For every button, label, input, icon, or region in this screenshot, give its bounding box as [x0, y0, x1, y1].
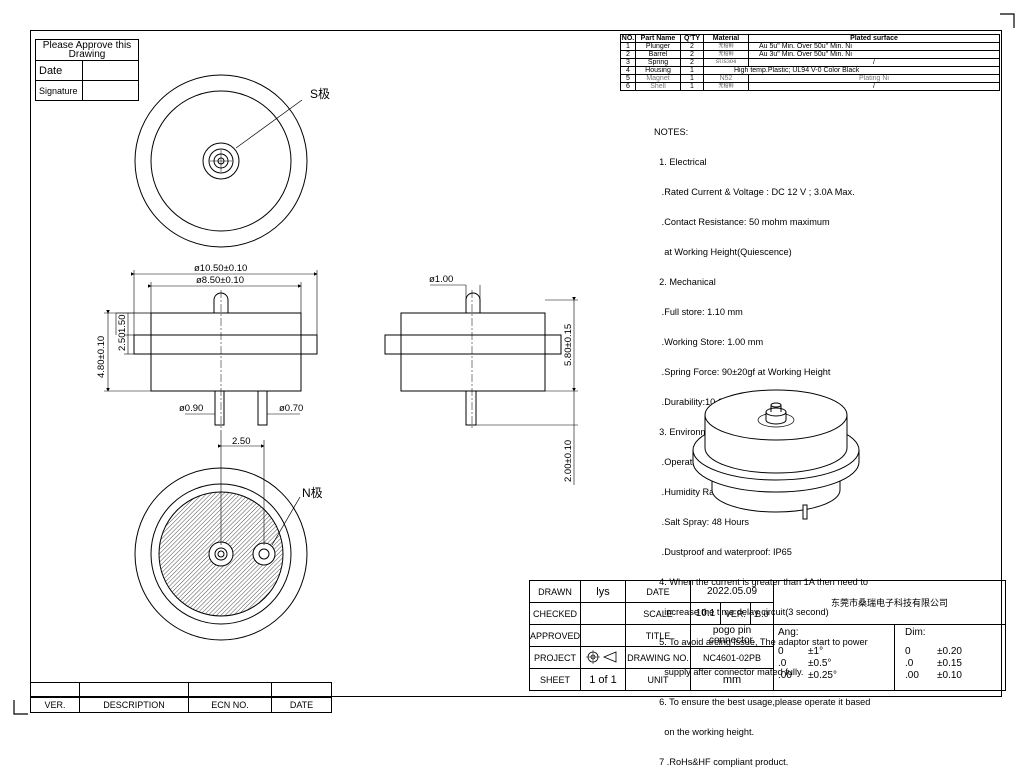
scale-label: SCALE: [625, 602, 692, 625]
notes-line: .Salt Spray: 48 Hours: [654, 517, 749, 527]
projection-symbol-icon: [580, 646, 627, 669]
table-row: DRAWN lys DATE 2022.05.09 东莞市桑瑞电子科技有限公司: [528, 580, 1007, 625]
side-view: [384, 290, 562, 430]
notes-line: at Working Height(Quiescence): [654, 247, 792, 257]
sheet-label: SHEET: [528, 668, 582, 691]
approved-label: APPROVED: [528, 624, 582, 647]
corner-marks: [13, 13, 1015, 715]
dim-label: Dim:: [905, 627, 926, 638]
drawing-frame: [30, 30, 1002, 697]
scale-value: 10:1: [690, 602, 721, 625]
n-pole-label: N极: [302, 486, 323, 500]
parts-table: NO. Part Name Q'TY Material Plated surfa…: [620, 34, 1000, 91]
technical-drawing: S极 ø10.50±0.10 ø8.50±0.10 4.80±0.10 2.50…: [96, 74, 860, 641]
approve-date-label: Date: [35, 60, 83, 81]
front-view: [133, 290, 318, 430]
notes-line: 7 .RoHs&HF compliant product.: [654, 757, 789, 767]
approve-box: Please Approve this Drawing Date Signatu…: [35, 39, 139, 101]
table-row: [30, 682, 332, 698]
notes-heading: NOTES:: [654, 127, 689, 137]
table-row: APPROVED TITLE pogo pin connector. Ang: …: [528, 624, 1007, 691]
dim-row: .0±0.15: [905, 658, 962, 669]
unit-label: UNIT: [625, 668, 692, 691]
notes-line: 3. Environmental: [654, 427, 729, 437]
front-dimensions: [104, 270, 318, 415]
revision-block: VER. DESCRIPTION ECN NO. DATE: [30, 682, 332, 713]
title-block: DRAWN lys DATE 2022.05.09 东莞市桑瑞电子科技有限公司 …: [528, 580, 1007, 691]
dim-inner-diameter: ø8.50±0.10: [196, 275, 244, 286]
company-name: 东莞市桑瑞电子科技有限公司: [773, 580, 1007, 625]
rev-cell: [271, 682, 332, 698]
ang-label: Ang:: [778, 627, 799, 638]
drawing-no-label: DRAWING NO.: [625, 646, 692, 669]
title-value: pogo pin connector.: [690, 624, 775, 647]
rev-header-description: DESCRIPTION: [79, 697, 189, 713]
dim-row: .00±0.10: [905, 670, 962, 681]
s-pole-label: S极: [310, 87, 330, 101]
angle-tolerance: Ang: 0±1° .0±0.5° .00±0.25°: [773, 624, 896, 691]
notes-line: 1. Electrical: [654, 157, 707, 167]
dim-2-50-vertical: 2.50: [117, 333, 128, 352]
table-row: VER. DESCRIPTION ECN NO. DATE: [30, 697, 332, 713]
approved-value[interactable]: [580, 624, 627, 647]
parts-cell: /: [748, 82, 1000, 91]
rev-cell: [188, 682, 272, 698]
dim-pin-pitch: 2.50: [232, 436, 251, 447]
notes-line: .Full store: 1.10 mm: [654, 307, 743, 317]
drawn-value: lys: [580, 580, 627, 603]
dim-pin-070: ø0.70: [279, 403, 303, 414]
rev-cell: [79, 682, 189, 698]
notes-line: .Working Store: 1.00 mm: [654, 337, 764, 347]
rev-header-ver: VER.: [30, 697, 80, 713]
notes-line: .Contact Resistance: 50 mohm maximum: [654, 217, 830, 227]
approve-signature-label: Signature: [35, 80, 83, 101]
isometric-view: [692, 389, 860, 520]
notes-line: 2. Mechanical: [654, 277, 716, 287]
ver-label: VER.: [719, 602, 751, 625]
dim-pin-090: ø0.90: [179, 403, 203, 414]
dim-plunger-diameter: ø1.00: [429, 274, 453, 285]
notes-line: .Rated Current & Voltage : DC 12 V ; 3.0…: [654, 187, 855, 197]
ver-value: B.0: [749, 602, 775, 625]
dim-tolerance: Dim: 0±0.20 .0±0.15 .00±0.10: [894, 624, 1007, 691]
dim-height: 4.80±0.10: [96, 336, 107, 378]
approve-signature-field[interactable]: [82, 80, 139, 101]
rev-cell: [30, 682, 80, 698]
checked-value[interactable]: [580, 602, 627, 625]
notes-line: .Spring Force: 90±20gf at Working Height: [654, 367, 831, 377]
dim-row: 0±0.20: [905, 646, 962, 657]
drawing-no-value: NC4601-02PB: [690, 646, 775, 669]
date-value: 2022.05.09: [690, 580, 775, 603]
table-row: 6 Shell 1 无铅铜 /: [620, 82, 1000, 91]
table-row: SHEET 1 of 1 UNIT mm: [528, 668, 1006, 691]
unit-value: mm: [690, 668, 775, 691]
title-label: TITLE: [625, 624, 692, 647]
notes-line: 6. To ensure the best usage,please opera…: [654, 697, 871, 707]
top-view-s-pole: [134, 74, 308, 248]
dim-2-00: 2.00±0.10: [563, 440, 574, 482]
rev-header-date: DATE: [271, 697, 332, 713]
drawn-label: DRAWN: [528, 580, 582, 603]
date-label: DATE: [625, 580, 692, 603]
ang-row: 0±1°: [778, 646, 824, 657]
notes-line: .Dustproof and waterproof: IP65: [654, 547, 792, 557]
project-label: PROJECT: [528, 646, 582, 669]
sheet-value: 1 of 1: [580, 668, 627, 691]
dim-1-50-vertical: 1.50: [117, 315, 128, 334]
rev-header-ecn: ECN NO.: [188, 697, 272, 713]
bottom-view-n-pole: [134, 430, 308, 641]
ang-row: .00±0.25°: [778, 670, 837, 681]
side-dimensions: [430, 284, 578, 485]
dim-5-80: 5.80±0.15: [563, 324, 574, 366]
parts-header-row: NO. Part Name Q'TY Material Plated surfa…: [620, 34, 1000, 43]
checked-label: CHECKED: [528, 602, 582, 625]
dim-outer-diameter: ø10.50±0.10: [194, 263, 247, 274]
ang-row: .0±0.5°: [778, 658, 832, 669]
